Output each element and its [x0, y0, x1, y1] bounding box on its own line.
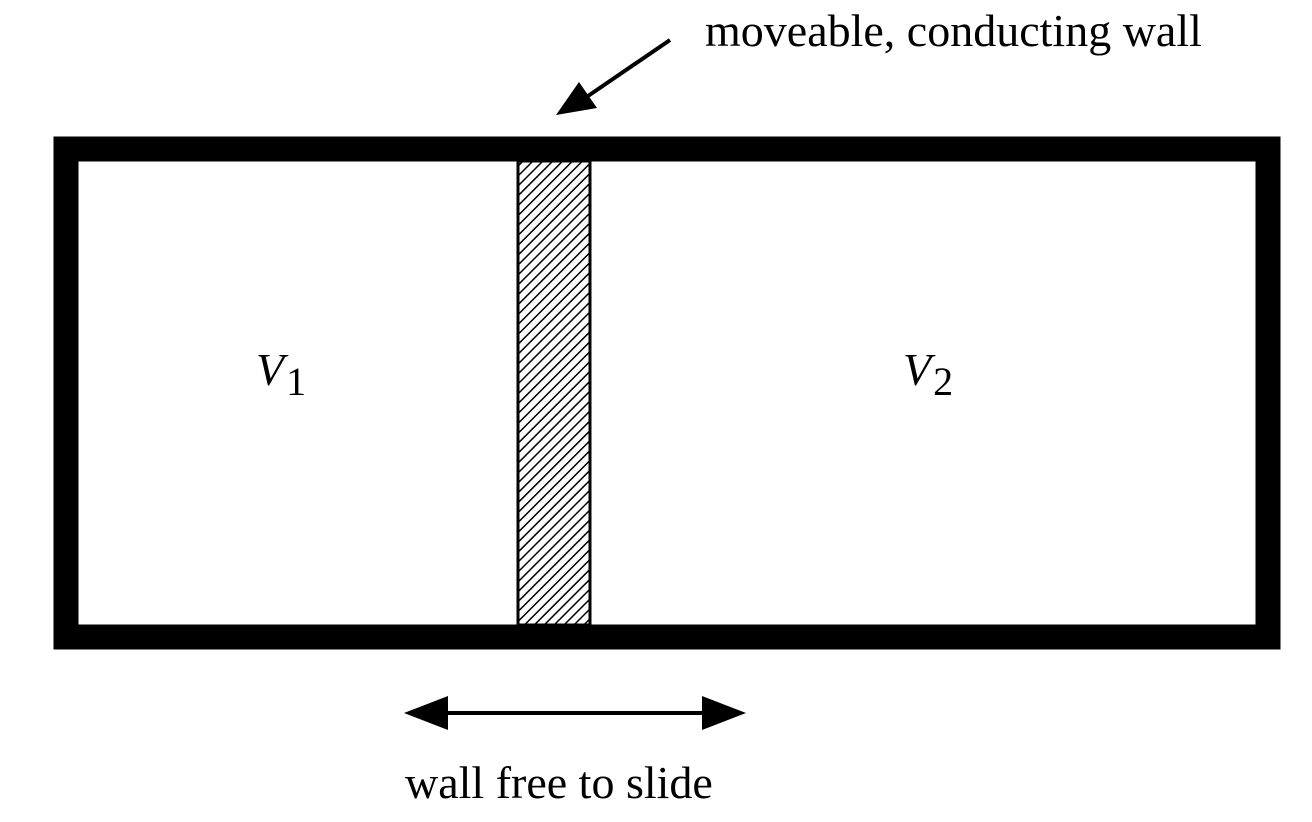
volume-label-left: V1: [256, 344, 306, 402]
volume-right-symbol: V: [903, 344, 932, 395]
volume-left-subscript: 1: [286, 359, 307, 404]
slide-arrow-right-head: [702, 696, 746, 730]
container-box: [53, 136, 1281, 650]
volume-left-symbol: V: [256, 344, 285, 395]
wall-pointer-arrow-shaft: [586, 38, 672, 98]
slide-arrow-left-head: [404, 696, 448, 730]
volume-label-right: V2: [903, 344, 953, 402]
wall-description-label: moveable, conducting wall: [705, 5, 1202, 56]
wall-pointer-arrow-head: [556, 82, 597, 115]
volume-right-subscript: 2: [933, 359, 954, 404]
slide-note-label: wall free to slide: [405, 757, 713, 808]
moveable-wall: [516, 159, 592, 627]
